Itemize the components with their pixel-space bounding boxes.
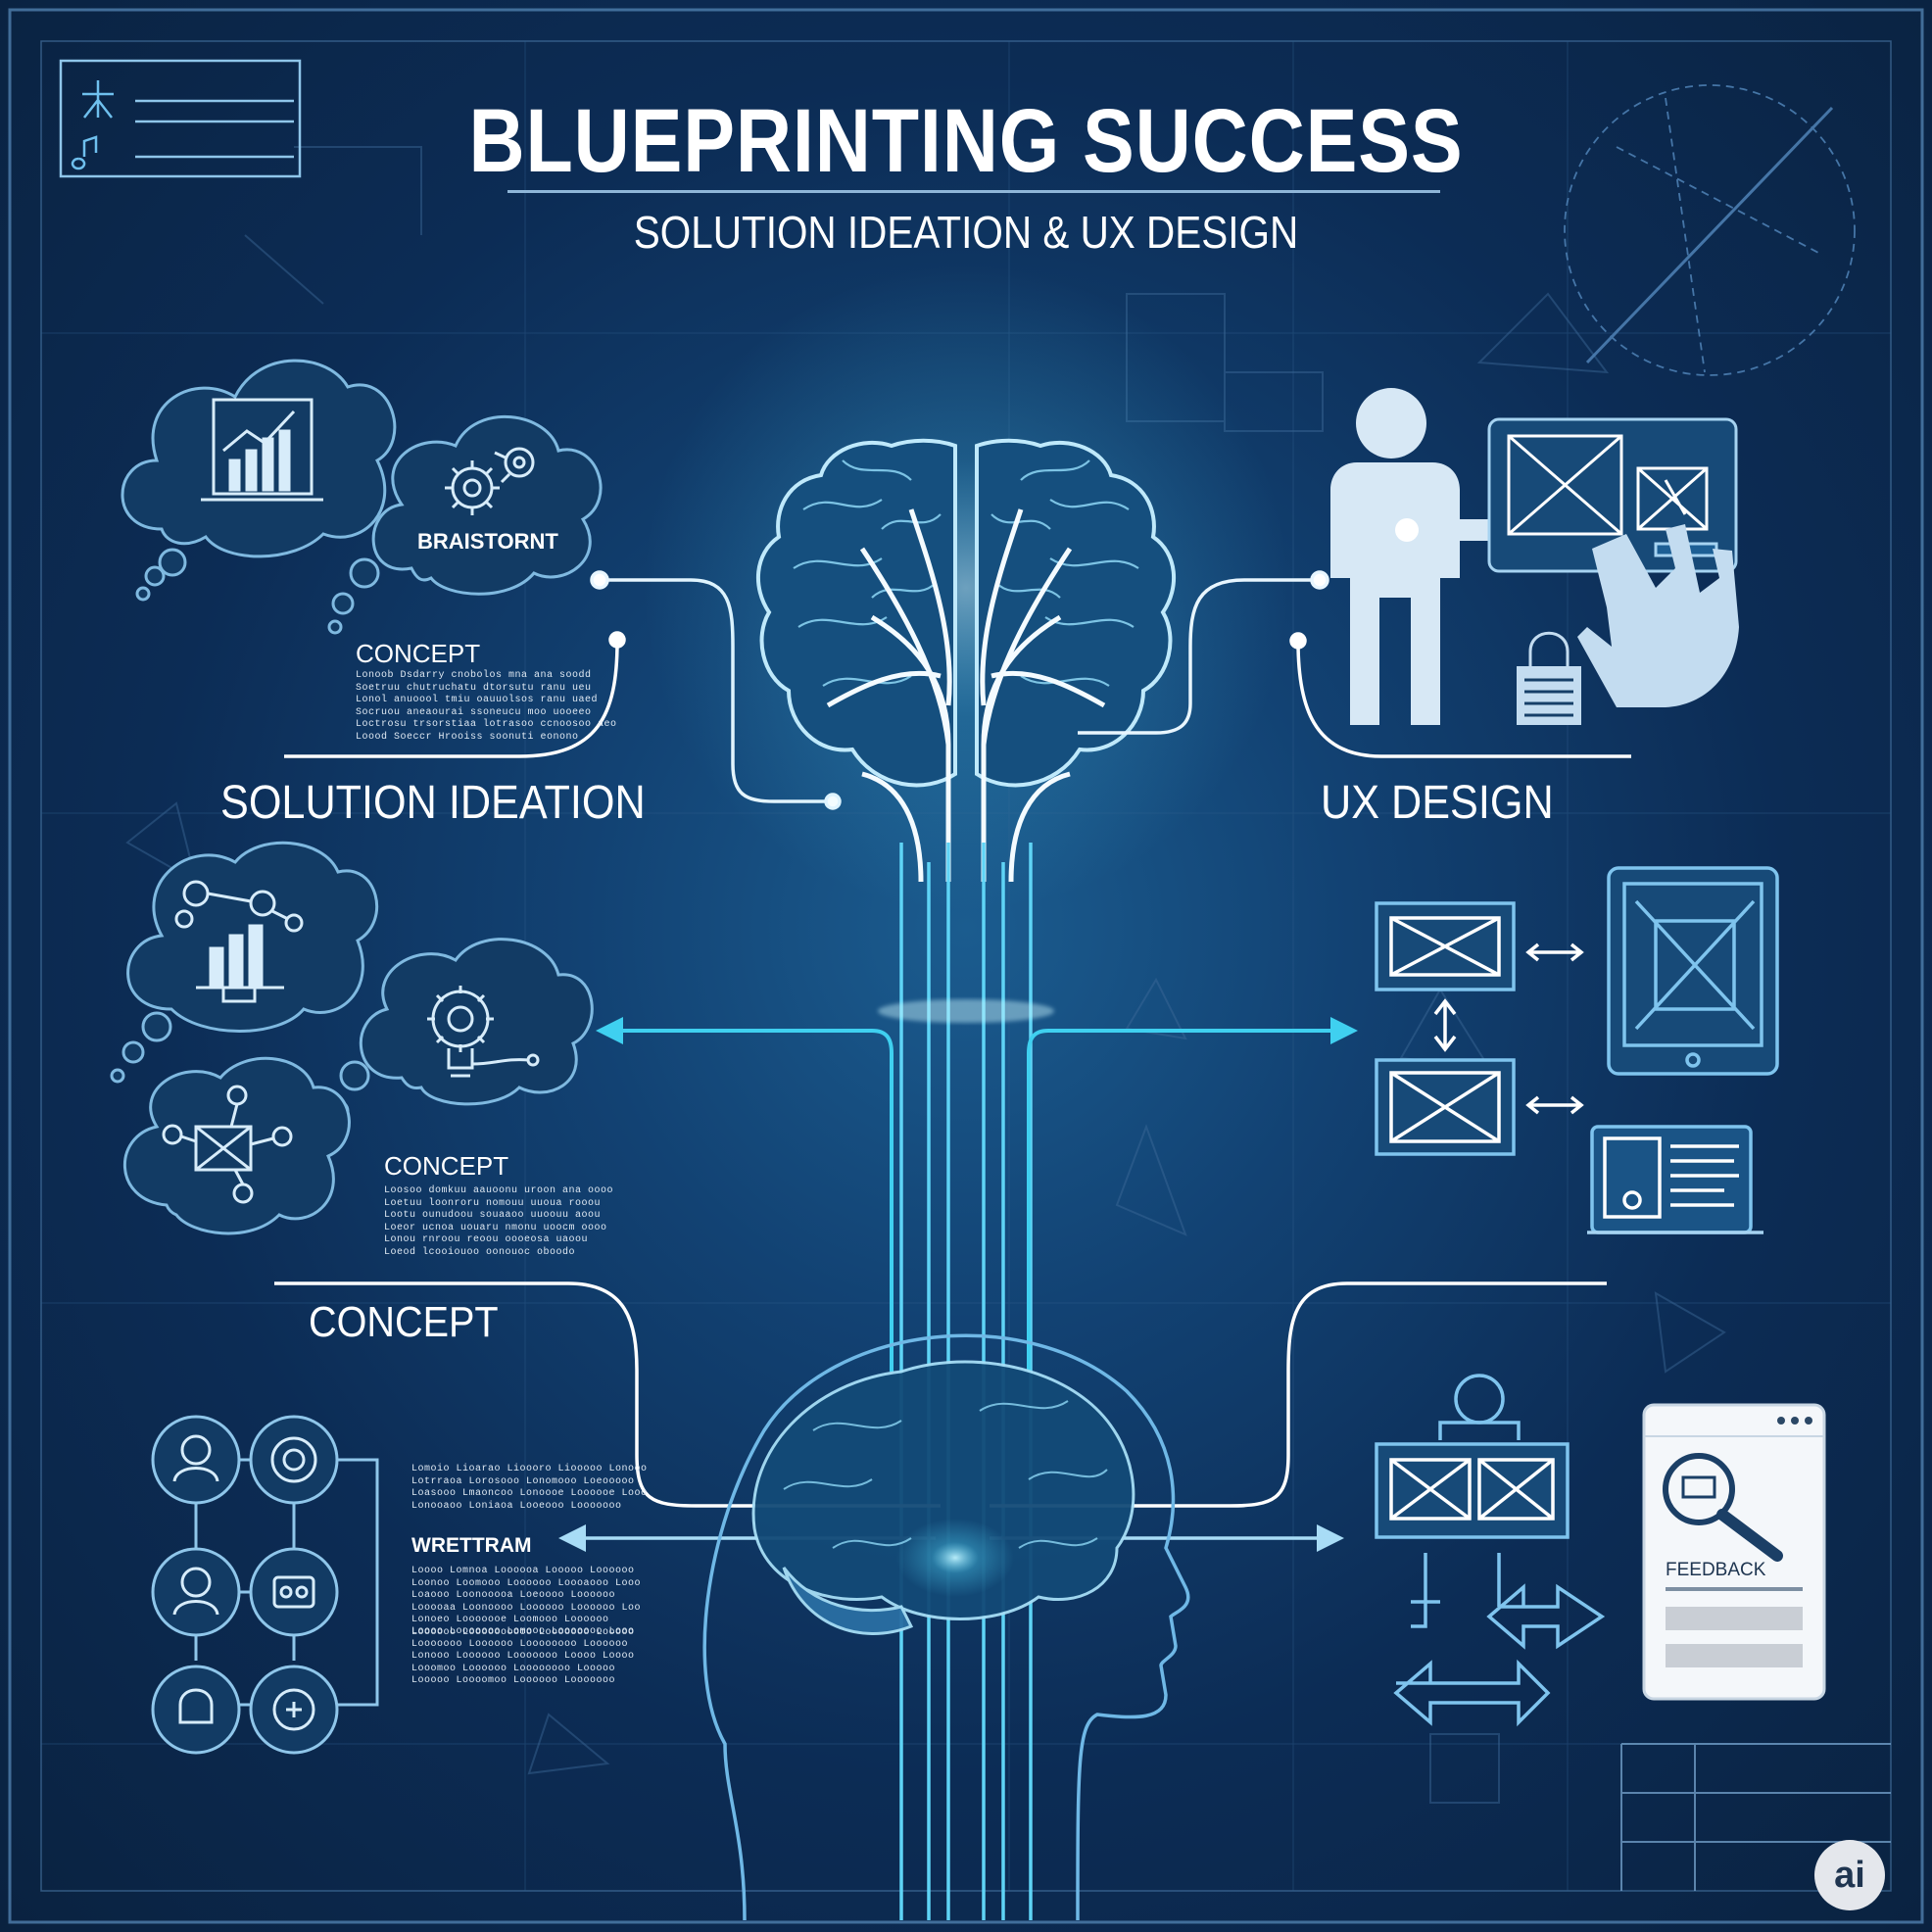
frame-borders bbox=[8, 8, 1924, 1924]
person-icon bbox=[1330, 388, 1538, 725]
hand-icon bbox=[1577, 524, 1739, 707]
table-sketch bbox=[1620, 1743, 1891, 1891]
feedback-card bbox=[1642, 1403, 1826, 1701]
brain-tree bbox=[826, 508, 1106, 883]
protractor-sketch bbox=[1564, 84, 1856, 376]
chart-icon bbox=[201, 398, 323, 502]
arrow-left-head bbox=[596, 1017, 623, 1044]
left-text-block-2: Loooo Lomnoa Loooooa Looooo Loooooo Loon… bbox=[411, 1566, 642, 1638]
brainstorm-cloud bbox=[327, 414, 603, 635]
wireframe-cloud bbox=[122, 1056, 351, 1235]
section-concept: CONCEPT bbox=[309, 1298, 499, 1346]
brain-folds bbox=[793, 459, 1139, 687]
lower-arrow-right-head bbox=[1317, 1524, 1344, 1552]
title-underline bbox=[507, 190, 1440, 193]
section-solution-ideation: SOLUTION IDEATION bbox=[220, 777, 646, 829]
lower-brain-icon bbox=[751, 1360, 1135, 1635]
chart-cloud bbox=[121, 359, 397, 602]
concept-label-2: CONCEPT bbox=[384, 1151, 509, 1181]
gear-bulb-icon bbox=[445, 447, 535, 515]
wireframe-flow bbox=[1375, 866, 1779, 1234]
network-icon bbox=[174, 880, 304, 1003]
lower-brain-folds bbox=[783, 1400, 1108, 1549]
brainstorm-label: BRAISTORNT bbox=[417, 529, 558, 554]
faint-blueprint-shapes bbox=[125, 146, 1726, 1804]
concept-paragraph-2: Loosoo domkuu aauoonu uroon ana oooo Loe… bbox=[384, 1185, 614, 1258]
connector-right-brain bbox=[1078, 570, 1329, 735]
wireframe-icon bbox=[162, 1085, 293, 1204]
lock-icon bbox=[1517, 631, 1581, 725]
section-ux-design: UX DESIGN bbox=[1321, 777, 1554, 829]
role-network bbox=[151, 1415, 379, 1755]
beam-flash bbox=[878, 999, 1054, 1023]
left-text-block-3: Loooo Looooooo Lomooo Looooooo Looo Looo… bbox=[411, 1626, 635, 1687]
lower-arrow-left-head bbox=[558, 1524, 586, 1552]
middle-arrows bbox=[607, 1029, 1342, 1372]
lower-right-flow bbox=[1375, 1374, 1606, 1727]
feedback-label: FEEDBACK bbox=[1666, 1560, 1766, 1580]
arrow-right-head bbox=[1330, 1017, 1358, 1044]
role-icons bbox=[172, 1434, 317, 1731]
page-title: BLUEPRINTING SUCCESS bbox=[468, 91, 1464, 191]
wretram-label: WRETTRAM bbox=[411, 1534, 532, 1557]
ai-badge: ai bbox=[1814, 1840, 1885, 1910]
brain-glow bbox=[643, 265, 1289, 911]
left-text-block-1: Lomoio Lioarao Lioooro Liooooo Lonooo Lo… bbox=[411, 1464, 648, 1512]
connector-right-top bbox=[1289, 632, 1631, 758]
connector-concept bbox=[274, 1281, 1607, 1508]
network-cloud bbox=[110, 841, 379, 1084]
concept-label-1: CONCEPT bbox=[356, 639, 481, 668]
brain-icon bbox=[755, 438, 1177, 788]
concept-paragraph-1: Lonoob Dsdarry cnobolos mna ana soodd So… bbox=[356, 670, 617, 743]
legend-box bbox=[59, 59, 302, 178]
lightbulb-gear-icon bbox=[427, 986, 540, 1078]
lower-brain-glow bbox=[896, 1519, 1014, 1597]
page-subtitle: SOLUTION IDEATION & UX DESIGN bbox=[633, 207, 1299, 258]
connector-left-top bbox=[284, 631, 626, 758]
magnifier-icon bbox=[1663, 1453, 1783, 1562]
head-icon bbox=[702, 1333, 1190, 1921]
